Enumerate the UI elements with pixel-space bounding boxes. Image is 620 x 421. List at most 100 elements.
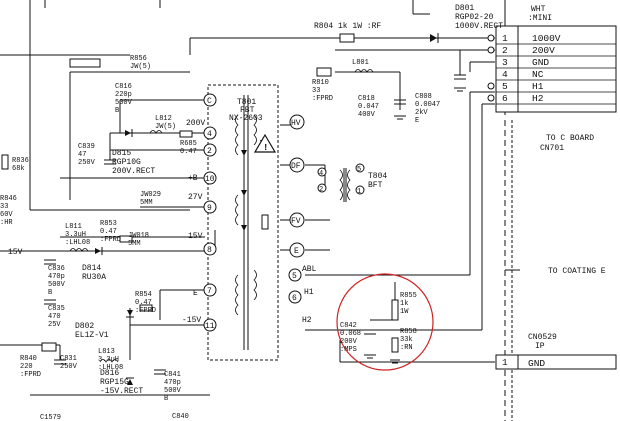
connector-pin-number: 2 xyxy=(502,45,508,56)
c835-symbol xyxy=(44,299,56,305)
r840-label: R840 xyxy=(20,355,37,363)
d801-label: D801 xyxy=(455,4,474,13)
fbt-pin-label: 9 xyxy=(207,204,212,213)
ground-symbols xyxy=(364,87,466,364)
fbt-pin-C xyxy=(203,93,217,107)
c841-label: 500V xyxy=(164,387,182,395)
fbt-terminal-label: HV xyxy=(291,119,301,128)
c840-label: C840 xyxy=(172,413,189,421)
r855-label: R855 xyxy=(400,292,417,300)
fbt-15v-label: 15V xyxy=(188,232,203,241)
l811-label: 3.3uH xyxy=(65,231,86,239)
top-connector-box xyxy=(495,25,617,113)
cn0529-type-label: IP xyxy=(535,342,545,351)
fbt-pin-7 xyxy=(203,283,217,297)
fbt-pin-5 xyxy=(288,268,302,282)
c842-label: C842 xyxy=(340,322,357,330)
r853-symbol xyxy=(119,235,133,243)
connector-header-b: :MINI xyxy=(528,14,552,23)
fbt-pin-label: 6 xyxy=(292,294,297,303)
r858-label: R858 xyxy=(400,328,417,336)
fbt-plus-b-label: +B xyxy=(188,174,198,183)
fbt-pin-6 xyxy=(288,290,302,304)
r854-symbol xyxy=(139,304,153,312)
fbt-27v-label: 27V xyxy=(188,193,203,202)
d815-symbol xyxy=(125,129,133,137)
r804-symbol xyxy=(339,33,355,43)
svg-text:4: 4 xyxy=(319,170,323,178)
c839-label: 250V xyxy=(78,159,96,167)
r858-symbol xyxy=(391,337,399,353)
l801-symbol xyxy=(354,69,374,73)
r810-symbol xyxy=(316,67,332,77)
fbt-type: FBT xyxy=(240,106,255,115)
bottom-connector-label: GND xyxy=(528,358,545,369)
l812-label: JW(5) xyxy=(155,123,176,131)
c836-label: 470p xyxy=(48,273,65,281)
c836-label: 500V xyxy=(48,281,66,289)
fbt-pin-label: 4 xyxy=(207,130,212,139)
fbt-pin-label: 5 xyxy=(292,272,297,281)
d815-label: RGP10G xyxy=(112,158,141,167)
r810-label: R810 xyxy=(312,79,329,87)
l813-symbol xyxy=(99,359,119,363)
component-labels: D801RGP02-201000V.RECTR856JW(5)C816220p5… xyxy=(0,4,503,421)
jw018-label: 5MM xyxy=(128,240,141,248)
c831-label: 250V xyxy=(60,363,78,371)
r855-label: 1k xyxy=(400,300,408,308)
fbt-pin-2 xyxy=(203,143,217,157)
r836-symbol xyxy=(1,154,9,170)
l813-label: L813 xyxy=(98,348,115,356)
c818-label: 400V xyxy=(358,111,376,119)
connector-pin-number: 5 xyxy=(502,81,508,92)
c831-symbol xyxy=(54,359,66,365)
r685-symbol xyxy=(179,130,193,138)
c842-label: :MPS xyxy=(340,346,357,354)
fbt-windings xyxy=(235,114,257,316)
resistors xyxy=(1,33,399,353)
r840-label: 220 xyxy=(20,363,33,371)
c816-label: B xyxy=(115,107,119,115)
l811-label: :LHL08 xyxy=(65,239,90,247)
r854-label: :FPRD xyxy=(135,307,156,315)
r853-label: 0.47 xyxy=(100,228,117,236)
diodes xyxy=(95,33,439,385)
d801-label: 1000V.RECT xyxy=(455,22,503,31)
fbt-pin-label: 7 xyxy=(207,287,212,296)
connector-terminal xyxy=(487,34,495,42)
connector-pin-label: H1 xyxy=(532,81,544,92)
c816-label: 220p xyxy=(115,91,132,99)
svg-text:2: 2 xyxy=(319,186,323,194)
r840-symbol xyxy=(41,342,57,352)
connector-pin-label: 1000V xyxy=(532,33,561,44)
r836-label: R836 xyxy=(12,157,29,165)
l813-label: :LHL08 xyxy=(98,364,123,372)
d816-symbol xyxy=(126,377,134,385)
d802-symbol xyxy=(126,310,134,318)
r810-label: :FPRD xyxy=(312,95,333,103)
r846-label: :HR xyxy=(0,219,13,227)
to-coating-label: TO COATING E xyxy=(548,267,606,276)
c839-label: 47 xyxy=(78,151,86,159)
c842-label: 200V xyxy=(340,338,358,346)
jw029-label: JW029 xyxy=(140,191,161,199)
r846-label: 33 xyxy=(0,203,8,211)
r846-label: 60V xyxy=(0,211,13,219)
r685-label: R685 xyxy=(180,140,197,148)
c841-label: 470p xyxy=(164,379,181,387)
fbt-terminal-e xyxy=(289,242,305,258)
c841-label: B xyxy=(164,395,168,403)
c818-label: C818 xyxy=(358,95,375,103)
to-c-board-label: TO C BOARD xyxy=(546,134,594,143)
connector-pin-label: 200V xyxy=(532,45,555,56)
svg-text:5: 5 xyxy=(357,166,361,174)
d814-label: RU30A xyxy=(82,273,106,282)
fbt-pin-label: 10 xyxy=(205,175,215,184)
connector-pin-label: GND xyxy=(532,57,549,68)
c818-label: 0.047 xyxy=(358,103,379,111)
t804-label: T804 xyxy=(368,172,387,181)
connector-pin-number: 6 xyxy=(502,93,508,104)
r810-label: 33 xyxy=(312,87,320,95)
fbt-pin-4 xyxy=(203,126,217,140)
